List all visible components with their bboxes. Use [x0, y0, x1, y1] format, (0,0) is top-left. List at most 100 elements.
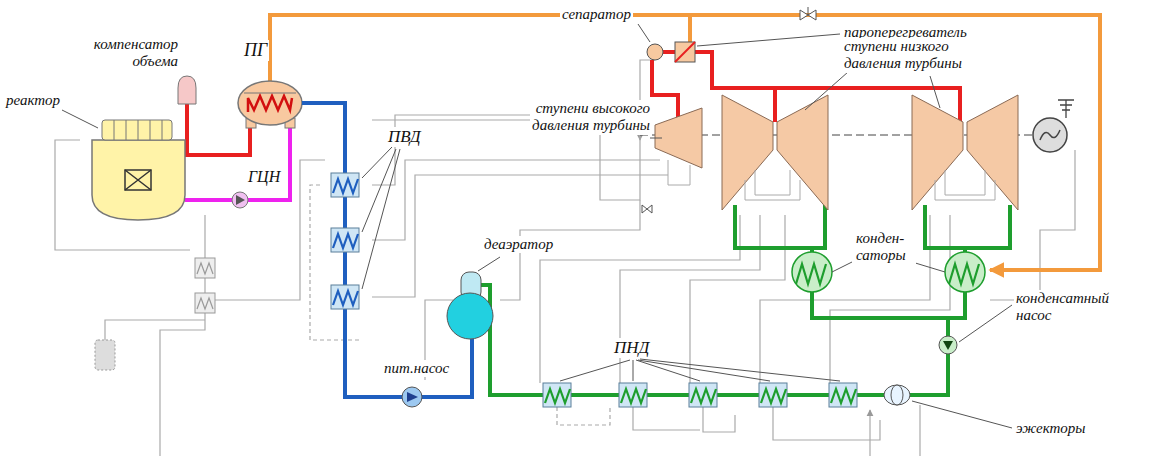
steam-valve — [642, 205, 652, 213]
ejectors — [884, 385, 910, 405]
turbines — [912, 95, 963, 210]
auxiliary-lines — [160, 215, 205, 456]
pressurizer — [178, 76, 196, 104]
leader-lines — [633, 360, 634, 381]
feed-pump — [402, 387, 422, 407]
reactor-vessel — [114, 120, 115, 140]
hp-heaters — [331, 228, 359, 252]
steam-generator — [248, 96, 292, 112]
auxiliary-lines — [310, 185, 360, 340]
leader-lines — [832, 262, 852, 272]
steam-line — [270, 15, 1100, 270]
lp-heaters — [829, 383, 857, 407]
auxiliary-lines — [830, 215, 950, 383]
turbine-extractions — [745, 180, 800, 200]
auxiliary-lines — [690, 215, 785, 383]
leader-lines — [638, 24, 650, 42]
callout-label: эжекторы — [1014, 420, 1087, 437]
callout-label: компенсатор объема — [80, 36, 180, 71]
callout-label: конденсатный насос — [1014, 290, 1128, 325]
leader-lines — [636, 360, 700, 381]
turbines — [777, 95, 828, 210]
reheat-line — [663, 50, 675, 54]
condensers — [796, 264, 826, 284]
callout-label: ступени низкого давления турбины — [842, 38, 966, 73]
condensers — [949, 264, 979, 284]
reactor-vessel — [138, 120, 139, 140]
ejectors — [884, 385, 910, 405]
auxiliary-heaters — [195, 258, 215, 278]
auxiliary-lines — [869, 410, 870, 456]
callout-label: реактор — [4, 92, 62, 109]
equipment-label: ПНД — [612, 338, 651, 358]
auxiliary-heaters — [95, 258, 215, 370]
equipment-label: ПГ — [242, 40, 269, 61]
condensate-pump — [939, 336, 957, 354]
leader-lines — [362, 147, 392, 178]
main-coolant-pump — [232, 192, 248, 208]
turbine-extractions — [755, 170, 790, 195]
separator-superheater — [675, 42, 695, 62]
condensate-line — [480, 285, 884, 395]
auxiliary-lines — [919, 405, 920, 456]
main-coolant-pump — [236, 195, 245, 205]
steam-valve — [808, 7, 809, 15]
auxiliary-lines — [205, 160, 325, 300]
deaerator — [447, 293, 493, 339]
leader-lines — [959, 305, 1012, 342]
main-coolant-pump — [232, 192, 248, 208]
steam-generator — [238, 81, 302, 125]
condensate-line — [812, 292, 965, 318]
reactor-vessel — [92, 120, 185, 220]
leader-lines — [362, 149, 396, 232]
auxiliary-lines — [105, 320, 205, 340]
auxiliary-lines — [760, 215, 930, 383]
reactor-vessel — [125, 170, 151, 190]
turbine-extractions — [668, 160, 995, 200]
feedwater-line — [302, 103, 472, 397]
reactor-vessel — [126, 120, 127, 140]
steam-line — [270, 15, 1100, 270]
hp-heaters — [331, 173, 359, 197]
generator — [1058, 100, 1074, 118]
leader-lines — [697, 34, 840, 46]
turbine-extractions — [945, 170, 985, 195]
callout-label: пит.насос — [382, 360, 451, 377]
callout-label: конден- саторы — [854, 230, 916, 265]
lp-heaters — [619, 383, 647, 407]
auxiliary-lines — [703, 407, 735, 432]
primary-circuit — [185, 122, 250, 155]
callout-label: деаэратор — [482, 236, 555, 253]
condensate-line — [735, 205, 825, 248]
steam-line — [688, 15, 692, 42]
primary-circuit — [185, 122, 290, 200]
auxiliary-lines — [557, 407, 610, 425]
turbine-extractions — [935, 180, 995, 200]
condensers — [945, 252, 985, 292]
separator-superheater — [647, 42, 695, 62]
leader-lines — [62, 110, 98, 128]
leader-lines — [638, 360, 770, 381]
reactor-vessel — [125, 170, 151, 190]
lp-heaters — [689, 383, 717, 407]
separator-superheater — [647, 44, 663, 60]
leader-lines — [805, 72, 848, 110]
feed-pump — [407, 392, 418, 402]
auxiliary-heaters — [95, 340, 115, 370]
condensers — [792, 252, 832, 292]
reactor-vessel — [102, 120, 172, 140]
steam-generator — [238, 81, 302, 128]
generator — [1033, 100, 1074, 152]
leader-lines — [912, 262, 945, 272]
leader-lines — [478, 257, 500, 271]
leader-lines — [640, 359, 840, 381]
turbine-extractions — [668, 160, 690, 185]
auxiliary-lines — [633, 407, 700, 430]
reactor-vessel — [150, 120, 151, 140]
leader-lines — [362, 149, 400, 289]
leader-lines — [650, 138, 662, 139]
leader-lines — [62, 24, 1012, 428]
reactor-vessel — [92, 140, 185, 220]
